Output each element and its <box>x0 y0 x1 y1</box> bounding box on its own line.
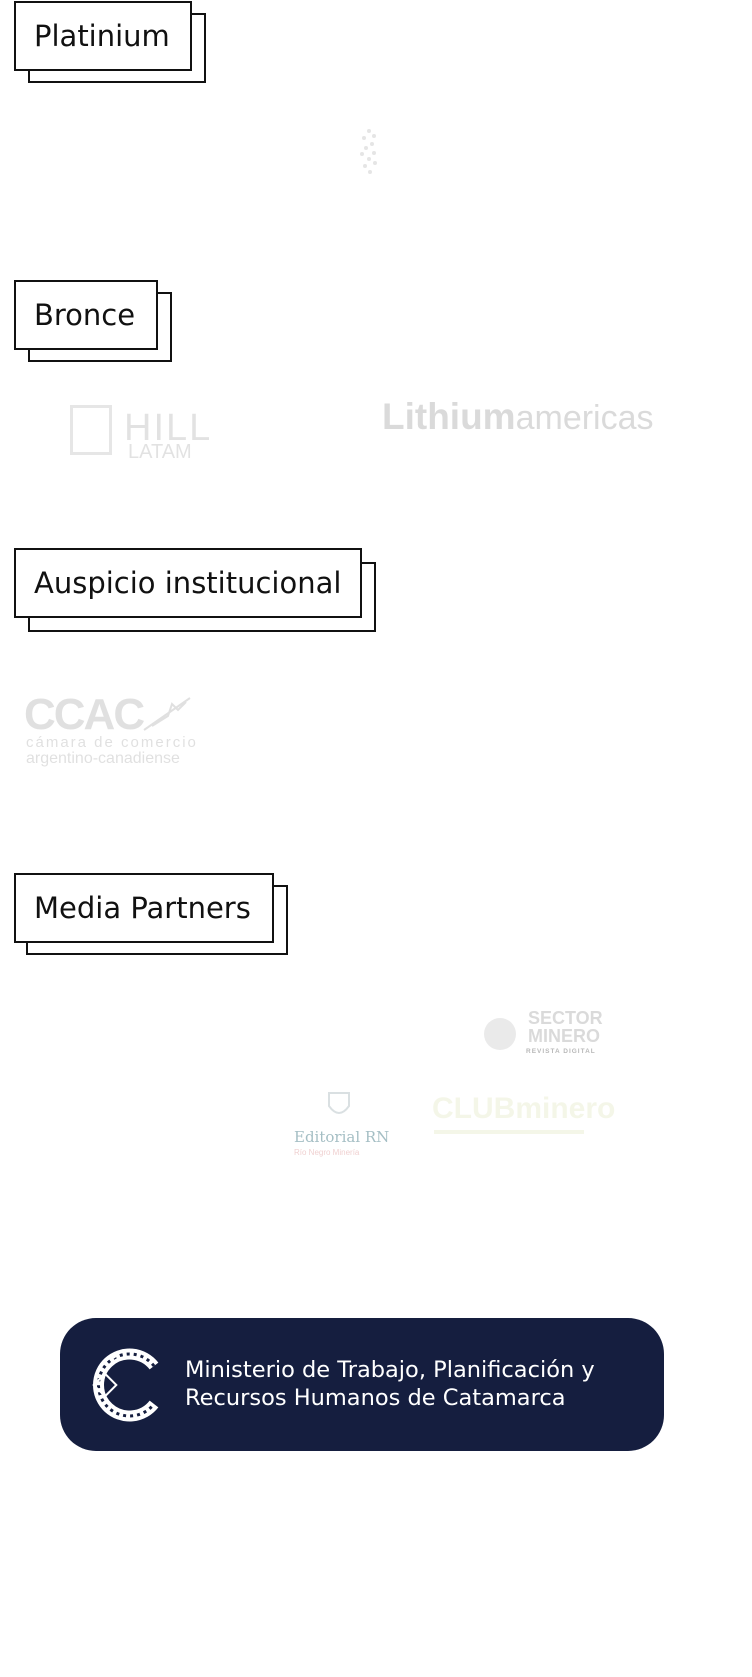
logo-text: HILL <box>124 407 213 449</box>
logo-text: Editorial RN <box>294 1128 390 1146</box>
catamarca-emblem-icon <box>92 1348 159 1422</box>
tier-header-auspicio: Auspicio institucional <box>14 548 376 632</box>
logo-text: CCAC <box>24 690 145 739</box>
ministry-name: Ministerio de Trabajo, Planificación y R… <box>185 1356 595 1412</box>
logo-subtext: LATAM <box>128 441 192 463</box>
ministry-name-line-2: Recursos Humanos de Catamarca <box>185 1385 566 1411</box>
logo-text-2: MINERO <box>528 1026 600 1046</box>
platinium-sponsor-logo[interactable] <box>354 126 384 176</box>
logo-text: Lithium <box>382 396 516 437</box>
logo-subtext: americas <box>515 399 654 437</box>
ministry-name-line-1: Ministerio de Trabajo, Planificación y <box>185 1357 595 1383</box>
bronce-sponsor-logo-1[interactable]: HILL LATAM <box>70 405 320 463</box>
logo-text-3: REVISTA DIGITAL <box>526 1048 596 1055</box>
shield-icon <box>328 1092 350 1114</box>
logo-subtext: Río Negro Minería <box>294 1148 360 1157</box>
maple-leaf-icon <box>143 697 191 731</box>
media-partner-logo-clubminero[interactable]: CLUBminero <box>432 1092 615 1140</box>
logo-text-1: SECTOR <box>528 1008 603 1028</box>
tier-header-platinium: Platinium <box>14 1 206 83</box>
tier-header-media: Media Partners <box>14 873 288 955</box>
ministry-banner[interactable]: Ministerio de Trabajo, Planificación y R… <box>60 1318 664 1451</box>
bronce-sponsor-logo-2[interactable]: Lithiumamericas <box>382 396 662 446</box>
tier-header-label: Media Partners <box>14 873 274 943</box>
institutional-logo-ccac[interactable]: CCAC cámara de comercio argentino-canadi… <box>24 690 214 768</box>
tier-header-label: Platinium <box>14 1 192 71</box>
logo-text: CLUBminero <box>432 1092 616 1125</box>
logo-subtext-1: cámara de comercio <box>26 734 198 751</box>
logo-subtext-2: argentino-canadiense <box>26 750 180 767</box>
globe-icon <box>484 1018 516 1050</box>
media-partner-logo-sector-minero[interactable]: SECTOR MINERO REVISTA DIGITAL <box>480 1008 603 1060</box>
tier-header-label: Bronce <box>14 280 158 350</box>
media-partner-logo-editorial-rn[interactable]: Editorial RN Río Negro Minería <box>290 1090 390 1162</box>
tier-header-label: Auspicio institucional <box>14 548 362 618</box>
tier-header-bronce: Bronce <box>14 280 172 362</box>
